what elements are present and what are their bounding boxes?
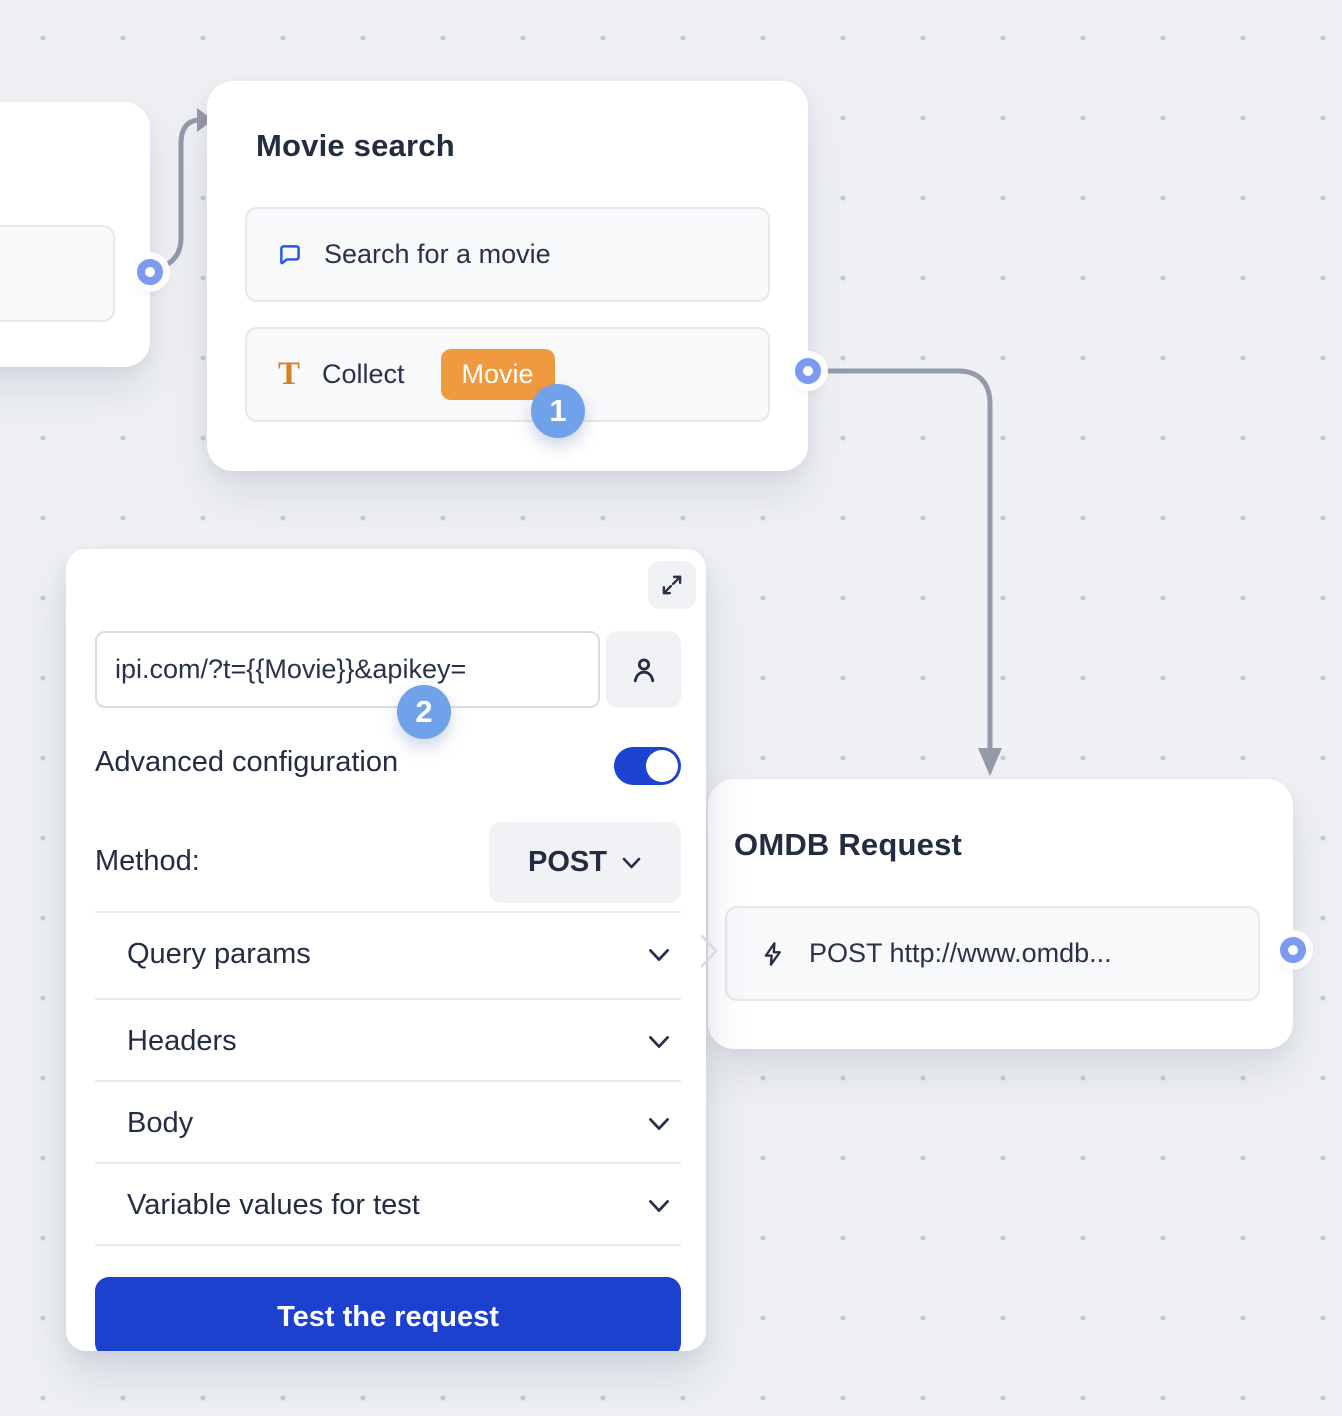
output-port[interactable]: [795, 358, 821, 384]
partial-node-row[interactable]: [0, 225, 115, 322]
output-port[interactable]: [137, 259, 163, 285]
advanced-configuration-label: Advanced configuration: [95, 746, 399, 778]
lightning-bolt-icon: [759, 940, 787, 968]
omdb-request-title: OMDB Request: [734, 827, 963, 862]
test-request-button[interactable]: Test the request: [95, 1277, 681, 1351]
collect-row-label: Collect: [322, 359, 405, 389]
input-port-notch: [700, 934, 718, 968]
collect-row[interactable]: T Collect Movie: [245, 327, 770, 422]
expand-button[interactable]: [648, 561, 696, 609]
toggle-knob: [646, 750, 678, 782]
message-row[interactable]: Search for a movie: [245, 207, 770, 302]
webhook-row-label: POST http://www.omdb...: [809, 938, 1112, 968]
section-body[interactable]: Body: [95, 1082, 681, 1165]
person-button[interactable]: [606, 631, 681, 708]
divider: [95, 1244, 681, 1246]
output-port[interactable]: [1280, 937, 1306, 963]
step-badge-1: 1: [531, 384, 585, 438]
variable-chip[interactable]: Movie: [440, 349, 555, 400]
chevron-down-icon: [622, 857, 641, 868]
section-label: Headers: [127, 1025, 237, 1057]
section-label: Query params: [127, 938, 311, 970]
url-input[interactable]: [95, 631, 600, 708]
section-label: Body: [127, 1107, 194, 1139]
movie-search-node[interactable]: Movie search Search for a movie T Collec…: [207, 81, 808, 471]
section-variable-values[interactable]: Variable values for test: [95, 1164, 681, 1247]
movie-search-title: Movie search: [256, 128, 455, 163]
chat-bubble-icon: [276, 241, 304, 269]
divider: [95, 1162, 681, 1164]
webhook-config-panel: Advanced configuration Method: POST Quer…: [66, 549, 706, 1351]
text-input-icon: T: [278, 356, 301, 392]
section-headers[interactable]: Headers: [95, 1000, 681, 1083]
chevron-down-icon: [649, 1117, 669, 1130]
omdb-request-node[interactable]: OMDB Request POST http://www.omdb...: [708, 779, 1293, 1049]
expand-icon: [662, 575, 682, 595]
divider: [95, 998, 681, 1000]
section-label: Variable values for test: [127, 1189, 420, 1221]
method-label: Method:: [95, 845, 200, 877]
method-value: POST: [528, 846, 607, 878]
divider: [95, 911, 681, 913]
chevron-down-icon: [649, 1035, 669, 1048]
person-icon: [633, 657, 654, 682]
webhook-row[interactable]: POST http://www.omdb...: [725, 906, 1260, 1001]
partial-node[interactable]: [0, 102, 150, 367]
chevron-down-icon: [649, 948, 669, 961]
divider: [95, 1080, 681, 1082]
step-badge-2: 2: [397, 685, 451, 739]
chevron-down-icon: [649, 1199, 669, 1212]
advanced-configuration-toggle[interactable]: [614, 747, 681, 785]
message-row-label: Search for a movie: [324, 239, 551, 269]
method-dropdown[interactable]: POST: [489, 822, 681, 903]
section-query-params[interactable]: Query params: [95, 913, 681, 996]
